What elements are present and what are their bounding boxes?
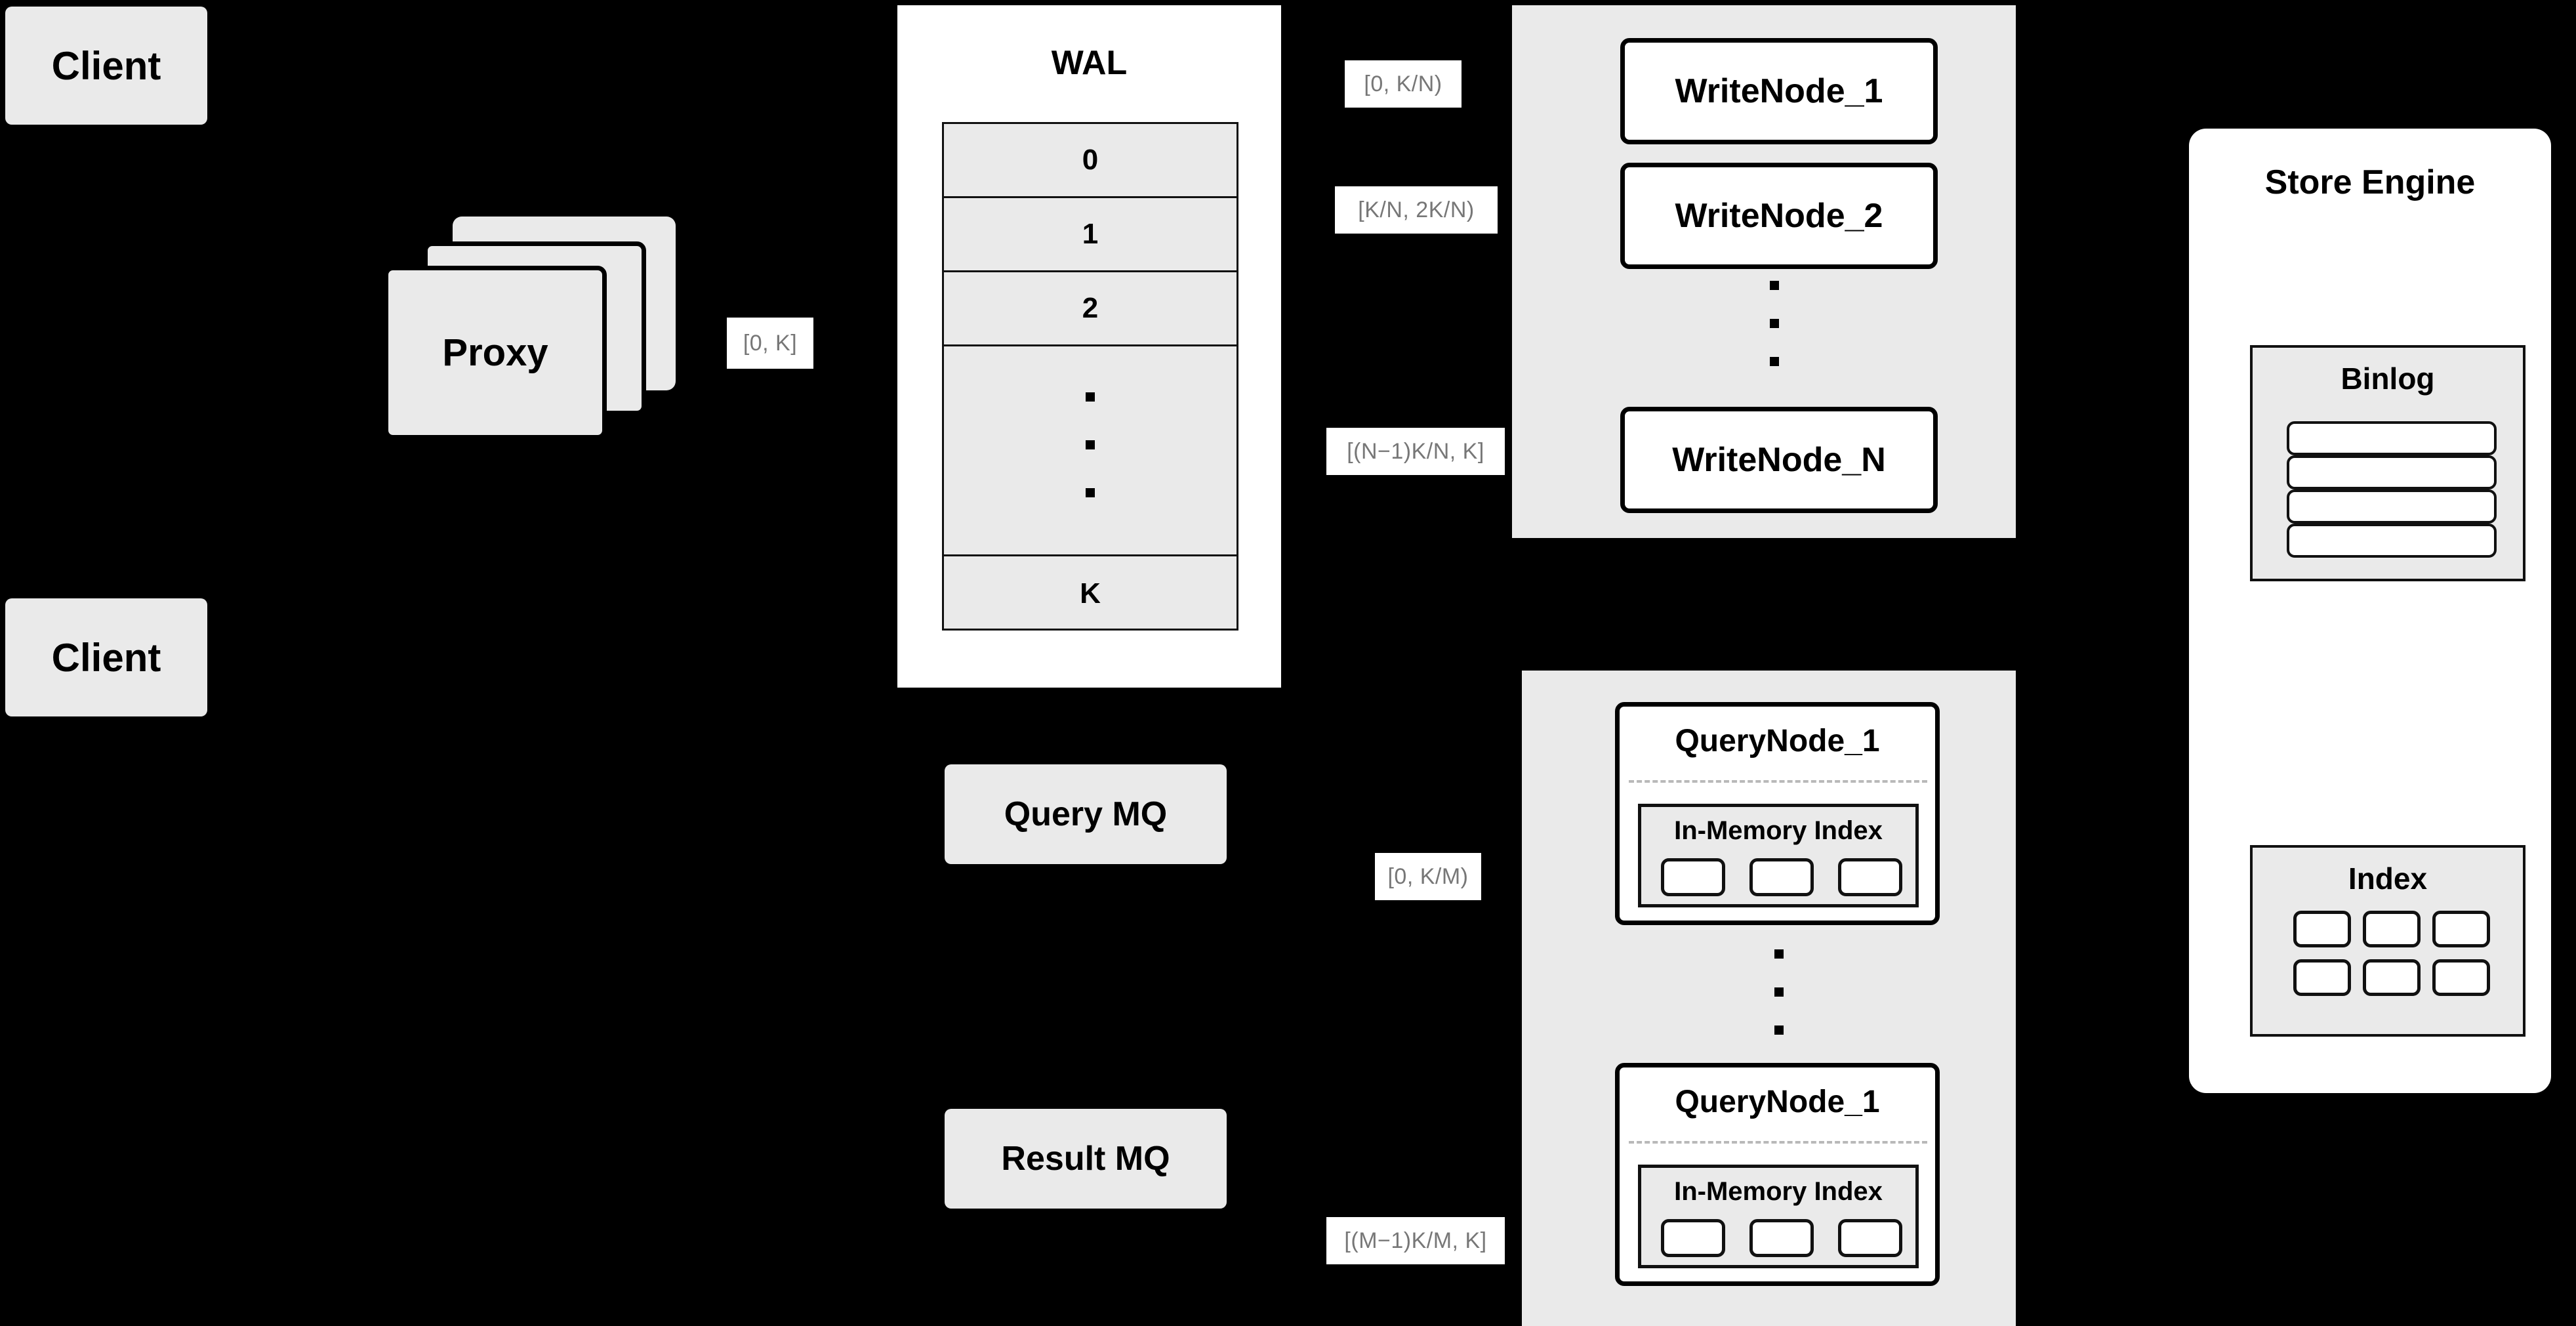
binlog-container: Binlog <box>2250 345 2525 581</box>
in-memory-index-cells <box>1661 1219 1902 1257</box>
edge-label-text: [0, K] <box>743 330 798 356</box>
query-node-1[interactable]: QueryNode_1 In-Memory Index <box>1615 702 1940 925</box>
write-node-n[interactable]: WriteNode_N <box>1620 407 1938 513</box>
store-index-cell <box>2432 911 2490 947</box>
edge-label-to-querynode-m: [(M−1)K/M, K] <box>1326 1217 1505 1264</box>
index-cell <box>1661 858 1725 896</box>
wal-row: 2 <box>944 272 1237 346</box>
query-node-divider <box>1629 780 1927 783</box>
edge-label-proxy-to-wal: [0, K] <box>727 318 813 369</box>
write-node-ellipsis-dots <box>1770 281 1779 366</box>
wal-row-list: 0 1 2 K <box>942 122 1238 631</box>
store-index-grid <box>2293 911 2490 996</box>
in-memory-index-m: In-Memory Index <box>1638 1165 1919 1268</box>
binlog-row <box>2287 489 2497 524</box>
index-cell <box>1749 1219 1814 1257</box>
query-mq-node[interactable]: Query MQ <box>945 764 1227 864</box>
query-node-title: QueryNode_1 <box>1675 1085 1880 1119</box>
index-cell <box>1749 858 1814 896</box>
write-node-label: WriteNode_2 <box>1675 197 1883 235</box>
result-mq-node[interactable]: Result MQ <box>945 1109 1227 1209</box>
wal-row: 0 <box>944 124 1237 198</box>
query-node-ellipsis-dots <box>1774 949 1784 1035</box>
store-index-cell <box>2432 959 2490 996</box>
in-memory-index-title: In-Memory Index <box>1674 1177 1883 1206</box>
wal-title: WAL <box>1051 44 1128 82</box>
write-node-2[interactable]: WriteNode_2 <box>1620 163 1938 269</box>
store-engine-container: Store Engine Binlog Index <box>2189 129 2551 1093</box>
store-index-cell <box>2363 911 2421 947</box>
binlog-row <box>2287 524 2497 558</box>
client-label-2: Client <box>51 635 161 680</box>
proxy-label: Proxy <box>442 331 548 374</box>
result-mq-label: Result MQ <box>1001 1140 1170 1178</box>
wal-ellipsis-dots <box>1086 392 1095 497</box>
wal-container: WAL 0 1 2 K <box>897 5 1281 688</box>
binlog-row <box>2287 455 2497 489</box>
wal-row-ellipsis <box>944 346 1237 556</box>
binlog-row <box>2287 421 2497 455</box>
write-node-cluster: WriteNode_1 WriteNode_2 WriteNode_N <box>1512 5 2016 538</box>
client-node-1[interactable]: Client <box>5 7 207 125</box>
write-node-1[interactable]: WriteNode_1 <box>1620 38 1938 144</box>
edge-label-wal-to-writenode-n: [(N−1)K/N, K] <box>1326 428 1505 475</box>
edge-label-wal-to-writenode-2: [K/N, 2K/N) <box>1335 186 1498 234</box>
binlog-title: Binlog <box>2341 362 2435 396</box>
in-memory-index-cells <box>1661 858 1902 896</box>
wal-row: K <box>1080 577 1101 610</box>
in-memory-index-1: In-Memory Index <box>1638 804 1919 907</box>
query-node-divider <box>1629 1141 1927 1144</box>
store-index-title: Index <box>2348 861 2428 896</box>
edge-label-wal-to-writenode-1: [0, K/N) <box>1345 60 1462 108</box>
wal-row: 1 <box>944 198 1237 272</box>
store-index-cell <box>2293 959 2351 996</box>
query-mq-label: Query MQ <box>1004 795 1168 833</box>
proxy-card-front[interactable]: Proxy <box>384 266 607 440</box>
store-engine-title: Store Engine <box>2264 163 2476 201</box>
write-node-label: WriteNode_1 <box>1675 72 1883 110</box>
index-cell <box>1661 1219 1725 1257</box>
index-cell <box>1838 1219 1902 1257</box>
edge-label-to-querynode-1: [0, K/M) <box>1375 853 1481 900</box>
query-node-title: QueryNode_1 <box>1675 724 1880 758</box>
store-index-container: Index <box>2250 845 2525 1037</box>
client-label-1: Client <box>51 43 161 88</box>
client-node-2[interactable]: Client <box>5 598 207 716</box>
index-cell <box>1838 858 1902 896</box>
query-node-cluster: QueryNode_1 In-Memory Index QueryNode_1 … <box>1522 671 2016 1326</box>
query-node-m[interactable]: QueryNode_1 In-Memory Index <box>1615 1063 1940 1286</box>
store-index-cell <box>2293 911 2351 947</box>
in-memory-index-title: In-Memory Index <box>1674 816 1883 845</box>
write-node-label: WriteNode_N <box>1672 441 1886 479</box>
store-index-cell <box>2363 959 2421 996</box>
